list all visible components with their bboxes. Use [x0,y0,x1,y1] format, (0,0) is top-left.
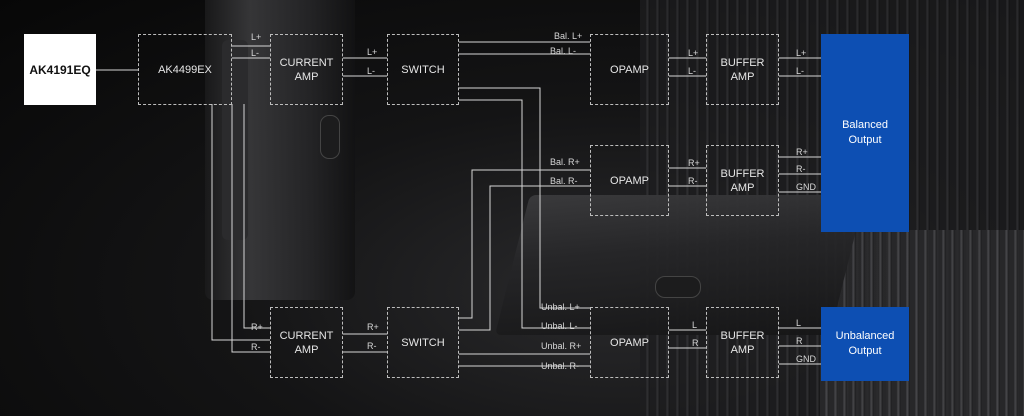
bal-label-lplus: Bal. L+ [554,31,583,41]
dac-label-rminus: R- [251,342,261,352]
balanced-output-block: Balanced Output [821,34,909,232]
bal-pin-lplus: L+ [796,48,807,58]
opamp-middle: OPAMP [590,145,669,216]
wire-bal-rplus [459,169,590,319]
op-label-l: L [692,320,698,330]
opamp-bottom: OPAMP [590,307,669,378]
bal-pin-lminus: L- [796,66,805,76]
camp-label-rminus: R- [367,341,377,351]
current-amp-top: CURRENT AMP [270,34,343,105]
switch-bottom: SWITCH [387,307,459,378]
dac-label-rplus: R+ [251,322,263,332]
op-label-lplus: L+ [688,48,699,58]
bal-pin-rplus: R+ [796,147,808,157]
player-device-button [320,115,340,159]
ak4191eq-chip: AK4191EQ [24,34,96,105]
wire-dac-rplus-b [231,104,270,353]
unbal-label-rminus: Unbal. R- [541,361,580,371]
wire-unbal-lplus [459,87,590,309]
dac-label-lminus: L- [251,48,260,58]
dongle-device-button [655,276,701,298]
buffer-amp-top: BUFFER AMP [706,34,779,105]
camp-label-lplus: L+ [367,47,378,57]
bal-pin-rminus: R- [796,164,806,174]
unbal-label-rplus: Unbal. R+ [541,341,582,351]
bal-label-rplus: Bal. R+ [550,157,580,167]
camp-label-rplus: R+ [367,322,379,332]
unbalanced-output-block: Unbalanced Output [821,307,909,381]
opamp-top: OPAMP [590,34,669,105]
buffer-amp-middle: BUFFER AMP [706,145,779,216]
wire-unbal-lminus [459,99,590,329]
wire-dac-rplus [243,104,270,329]
op-label-lminus: L- [688,66,697,76]
unbal-pin-gnd: GND [796,354,816,364]
op-label-rminus: R- [688,176,698,186]
unbal-pin-l: L [796,318,802,328]
wire-dac-rminus [211,104,270,341]
unbal-pin-r: R [796,336,803,346]
wire-bal-rminus [459,185,590,331]
switch-top: SWITCH [387,34,459,105]
op-label-rplus: R+ [688,158,700,168]
unbal-label-lminus: Unbal. L- [541,321,578,331]
unbal-label-lplus: Unbal. L+ [541,302,580,312]
buffer-amp-bottom: BUFFER AMP [706,307,779,378]
dac-label-lplus: L+ [251,32,262,42]
camp-label-lminus: L- [367,66,376,76]
bal-pin-gnd: GND [796,182,816,192]
current-amp-bottom: CURRENT AMP [270,307,343,378]
op-label-r: R [692,338,699,348]
bal-label-lminus: Bal. L- [550,46,577,56]
ak4499ex-dac: AK4499EX [138,34,232,105]
bal-label-rminus: Bal. R- [550,176,578,186]
